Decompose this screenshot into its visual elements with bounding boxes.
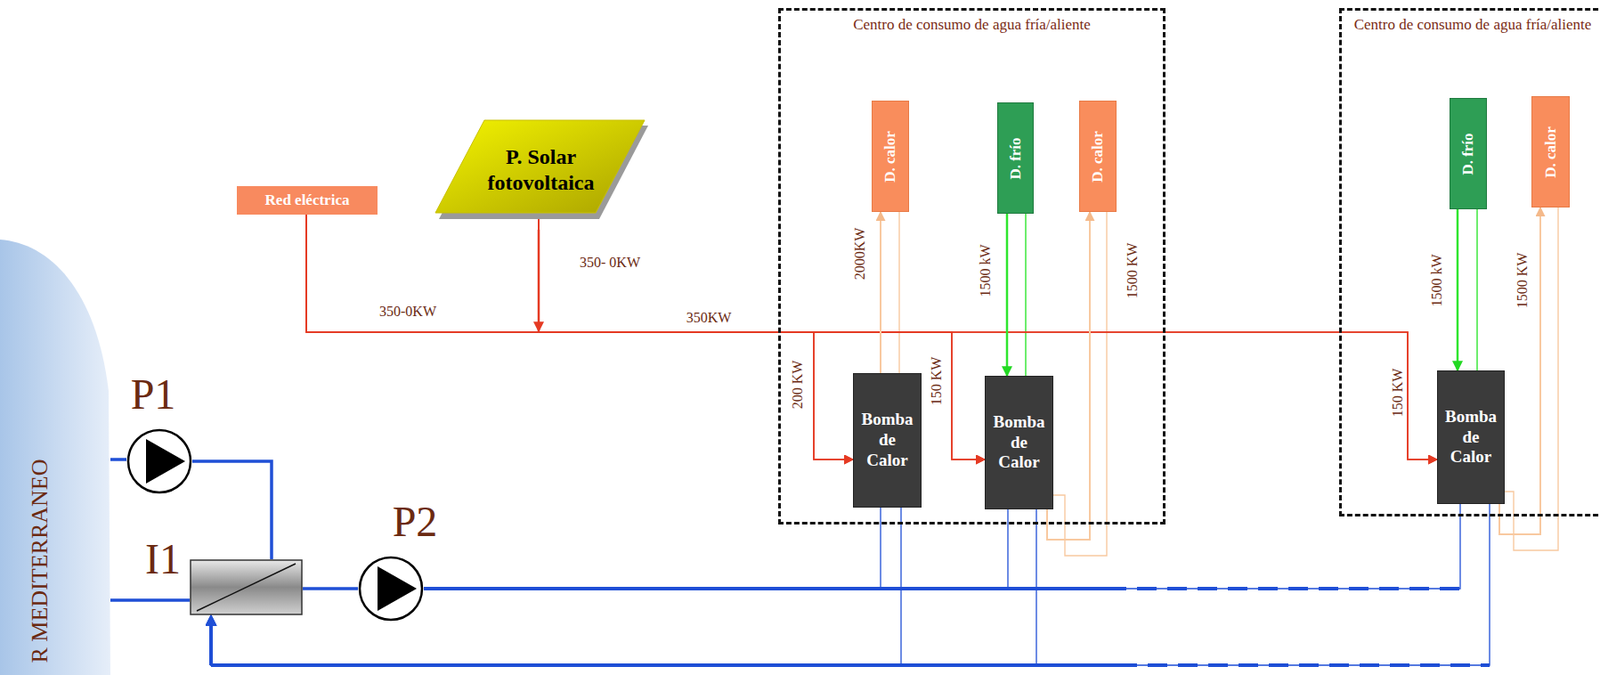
sea-band: R MEDITERRANEO <box>0 239 111 675</box>
node-label: D. frío <box>1459 132 1478 175</box>
cold-return-line <box>1476 209 1478 371</box>
pump-circle <box>357 555 424 622</box>
water-pipe <box>110 457 127 462</box>
pump-arrow <box>146 438 186 484</box>
node-label: D. calor <box>1088 130 1107 183</box>
exchanger-diagonal <box>196 563 296 611</box>
power-rating: 350KW <box>684 309 734 326</box>
heat-exchanger: I1 <box>189 559 303 616</box>
consumption-zone: D. calor D. frío D. calorBomba de Calor Bom… <box>778 8 1166 525</box>
heat-pump-box: Bomba de Calor <box>984 375 1054 510</box>
cold-return-line <box>1024 213 1026 376</box>
water-pipe <box>110 598 190 602</box>
thermal-line <box>879 211 882 374</box>
pump-symbol: P2 <box>357 555 424 622</box>
water-pipe <box>211 507 902 666</box>
power-rating: 1500 KW <box>1514 251 1531 311</box>
heat-return-line <box>1053 211 1107 556</box>
power-line <box>538 219 853 460</box>
heat-demand-box: D. calor <box>1079 100 1117 212</box>
node-label: Red eléctrica <box>265 191 350 210</box>
pump-circle <box>126 428 193 495</box>
water-pipe <box>423 507 881 589</box>
power-rating: 1500 kW <box>1429 251 1446 309</box>
node-label: D. frío <box>1007 137 1025 179</box>
panel-face <box>435 120 645 213</box>
power-rating: 350-0KW <box>377 303 439 320</box>
power-rating: 150 KW <box>928 355 945 408</box>
heat-pump-box: Bomba de Calor <box>1437 370 1505 504</box>
node-label: R MEDITERRANEO <box>28 459 52 664</box>
node-label: Bomba de Calor <box>860 409 916 471</box>
symbol-label: I1 <box>145 537 181 581</box>
water-pipe <box>211 509 1037 666</box>
pump-casing <box>128 430 191 493</box>
node-label: Bomba de Calor <box>991 412 1048 473</box>
node-label: P. Solar fotovoltaica <box>470 144 613 196</box>
thermal-line <box>1456 209 1460 371</box>
heat-demand-box: D. calor <box>871 100 910 212</box>
power-rating: 1500 KW <box>1124 241 1141 301</box>
node-label: D. calor <box>881 130 900 183</box>
power-rating: 150 KW <box>1389 366 1406 420</box>
exchanger-plate <box>190 560 302 615</box>
pump-arrow <box>377 566 417 611</box>
grid-box: Red eléctrica <box>236 186 378 215</box>
heat-demand-box: D. calor <box>1531 96 1570 208</box>
solar-panel: P. Solar fotovoltaica <box>438 120 649 220</box>
power-rating: 1500 kW <box>977 242 994 299</box>
exchanger-body <box>189 559 303 616</box>
power-rating: 350- 0KW <box>577 254 642 271</box>
heat-return-line <box>1504 207 1559 551</box>
zone-heading: Centro de consumo de agua fría/aliente <box>1348 16 1597 34</box>
pump-casing <box>359 557 423 620</box>
thermal-line <box>1006 213 1009 376</box>
symbol-label: P2 <box>392 500 439 544</box>
cold-demand-box: D. frío <box>997 102 1034 214</box>
power-rating: 2000KW <box>852 226 869 283</box>
cold-demand-box: D. frío <box>1449 97 1487 210</box>
heat-pump-box: Bomba de Calor <box>852 373 922 508</box>
water-pipe <box>302 586 358 591</box>
sea-water <box>0 239 111 675</box>
thermal-line <box>1047 211 1090 540</box>
node-label: D. calor <box>1542 126 1560 179</box>
water-pipe <box>192 461 272 560</box>
heat-return-line <box>898 211 900 374</box>
sea-shape <box>0 239 111 675</box>
symbol-label: P1 <box>130 373 177 416</box>
thermal-line <box>1499 207 1541 535</box>
water-pipe <box>423 509 1008 589</box>
panel-outline <box>438 120 649 220</box>
power-line <box>306 214 853 460</box>
pump-symbol: P1 <box>126 428 193 495</box>
node-label: Bomba de Calor <box>1443 406 1499 468</box>
consumption-zone: D. frío D. calorBomba de Calor Centro de c… <box>1339 8 1600 517</box>
water-pipe <box>423 503 1461 589</box>
zone-heading: Centro de consumo de agua fría/aliente <box>787 16 1156 34</box>
power-rating: 200 KW <box>789 358 806 412</box>
